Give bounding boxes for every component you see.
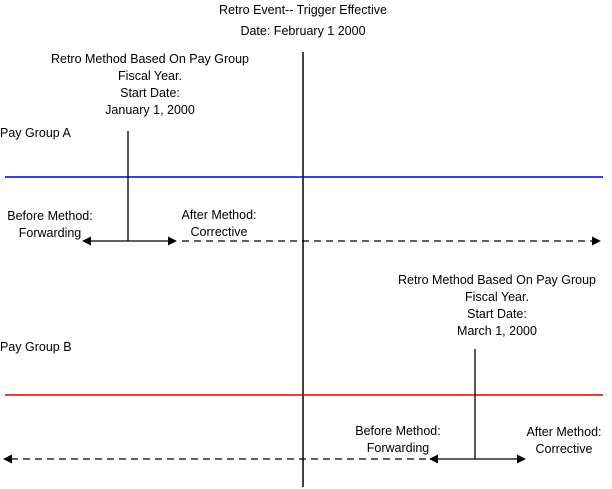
pay-group-a-label: Pay Group A [0,126,71,140]
pay-group-a-method-note: Retro Method Based On Pay Group Fiscal Y… [30,51,270,119]
pay-group-b-after-label: After Method: Corrective [518,424,610,458]
note-line: Start Date: [467,307,527,321]
pay-group-a-before-label: Before Method: Forwarding [0,208,100,242]
trigger-label-line2: Date: February 1 2000 [240,24,366,38]
note-line: January 1, 2000 [105,103,195,117]
after-line: After Method: [526,425,602,439]
after-line: Corrective [535,442,593,456]
trigger-label: Retro Event-- Trigger Effective Date: Fe… [203,2,403,40]
pay-group-a-after-label: After Method: Corrective [169,207,269,241]
before-line: Before Method: [7,209,93,223]
pay-group-b-label: Pay Group B [0,340,72,354]
pay-group-b-before-label: Before Method: Forwarding [348,423,448,457]
after-line: Corrective [190,225,248,239]
note-line: Start Date: [120,86,180,100]
before-line: Before Method: [355,424,441,438]
note-line: March 1, 2000 [457,324,537,338]
pay-group-b-method-note: Retro Method Based On Pay Group Fiscal Y… [377,272,612,340]
trigger-label-line1: Retro Event-- Trigger Effective [219,3,387,17]
before-line: Forwarding [366,441,430,455]
note-line: Retro Method Based On Pay Group [50,52,250,66]
note-line: Retro Method Based On Pay Group [397,273,597,287]
before-line: Forwarding [18,226,82,240]
note-line: Fiscal Year. [118,69,182,83]
after-line: After Method: [181,208,257,222]
note-line: Fiscal Year. [465,290,529,304]
